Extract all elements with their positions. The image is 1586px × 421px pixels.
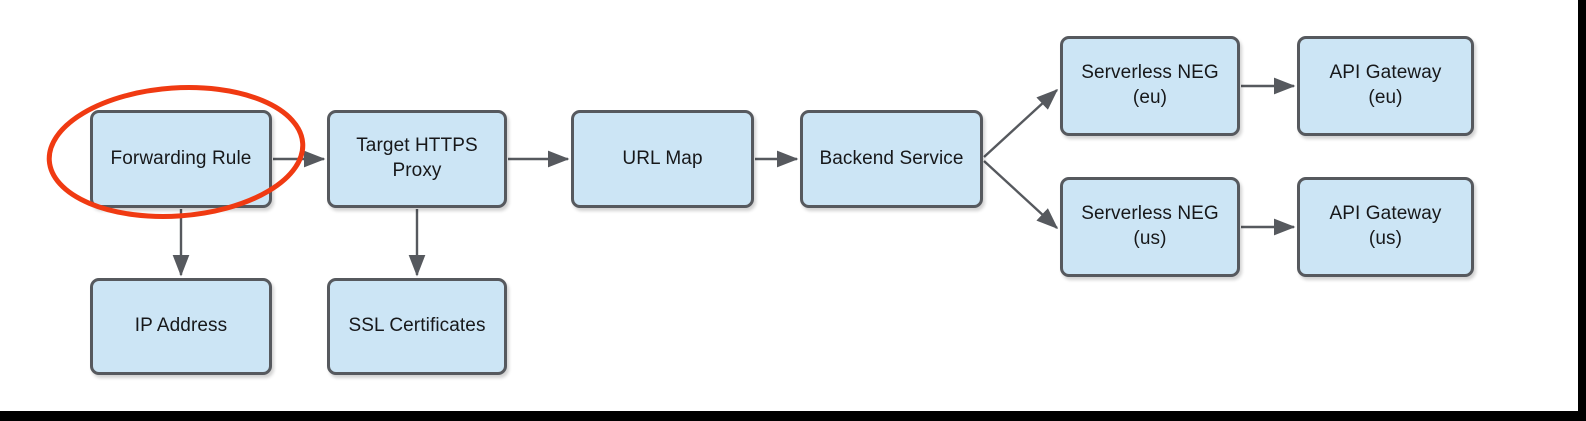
node-ip-address[interactable]: IP Address <box>90 278 272 375</box>
node-label-serverless-neg-eu: Serverless NEG (eu) <box>1081 62 1219 108</box>
node-url-map[interactable]: URL Map <box>571 110 754 208</box>
node-target-https-proxy[interactable]: Target HTTPS Proxy <box>327 110 507 208</box>
node-label-target-https-proxy: Target HTTPS Proxy <box>356 135 478 181</box>
edge-backend-service-to-serverless-neg-us <box>983 160 1059 229</box>
frame-right-bar <box>1578 0 1586 421</box>
node-label-serverless-neg-us: Serverless NEG (us) <box>1081 203 1219 249</box>
node-label-api-gateway-us: API Gateway (us) <box>1329 203 1442 249</box>
node-ssl-certificates[interactable]: SSL Certificates <box>327 278 507 375</box>
node-serverless-neg-us[interactable]: Serverless NEG (us) <box>1060 177 1240 277</box>
node-api-gateway-us[interactable]: API Gateway (us) <box>1297 177 1474 277</box>
frame-bottom-bar <box>0 411 1586 421</box>
node-label-ssl-certificates: SSL Certificates <box>348 315 486 337</box>
node-backend-service[interactable]: Backend Service <box>800 110 983 208</box>
node-label-api-gateway-eu: API Gateway (eu) <box>1329 62 1442 108</box>
node-label-forwarding-rule: Forwarding Rule <box>110 147 252 169</box>
node-label-backend-service: Backend Service <box>819 147 964 169</box>
node-label-url-map: URL Map <box>622 147 703 169</box>
edge-backend-service-to-serverless-neg-eu <box>983 89 1059 158</box>
node-serverless-neg-eu[interactable]: Serverless NEG (eu) <box>1060 36 1240 136</box>
node-api-gateway-eu[interactable]: API Gateway (eu) <box>1297 36 1474 136</box>
node-label-ip-address: IP Address <box>134 315 228 337</box>
node-forwarding-rule[interactable]: Forwarding Rule <box>90 110 272 208</box>
